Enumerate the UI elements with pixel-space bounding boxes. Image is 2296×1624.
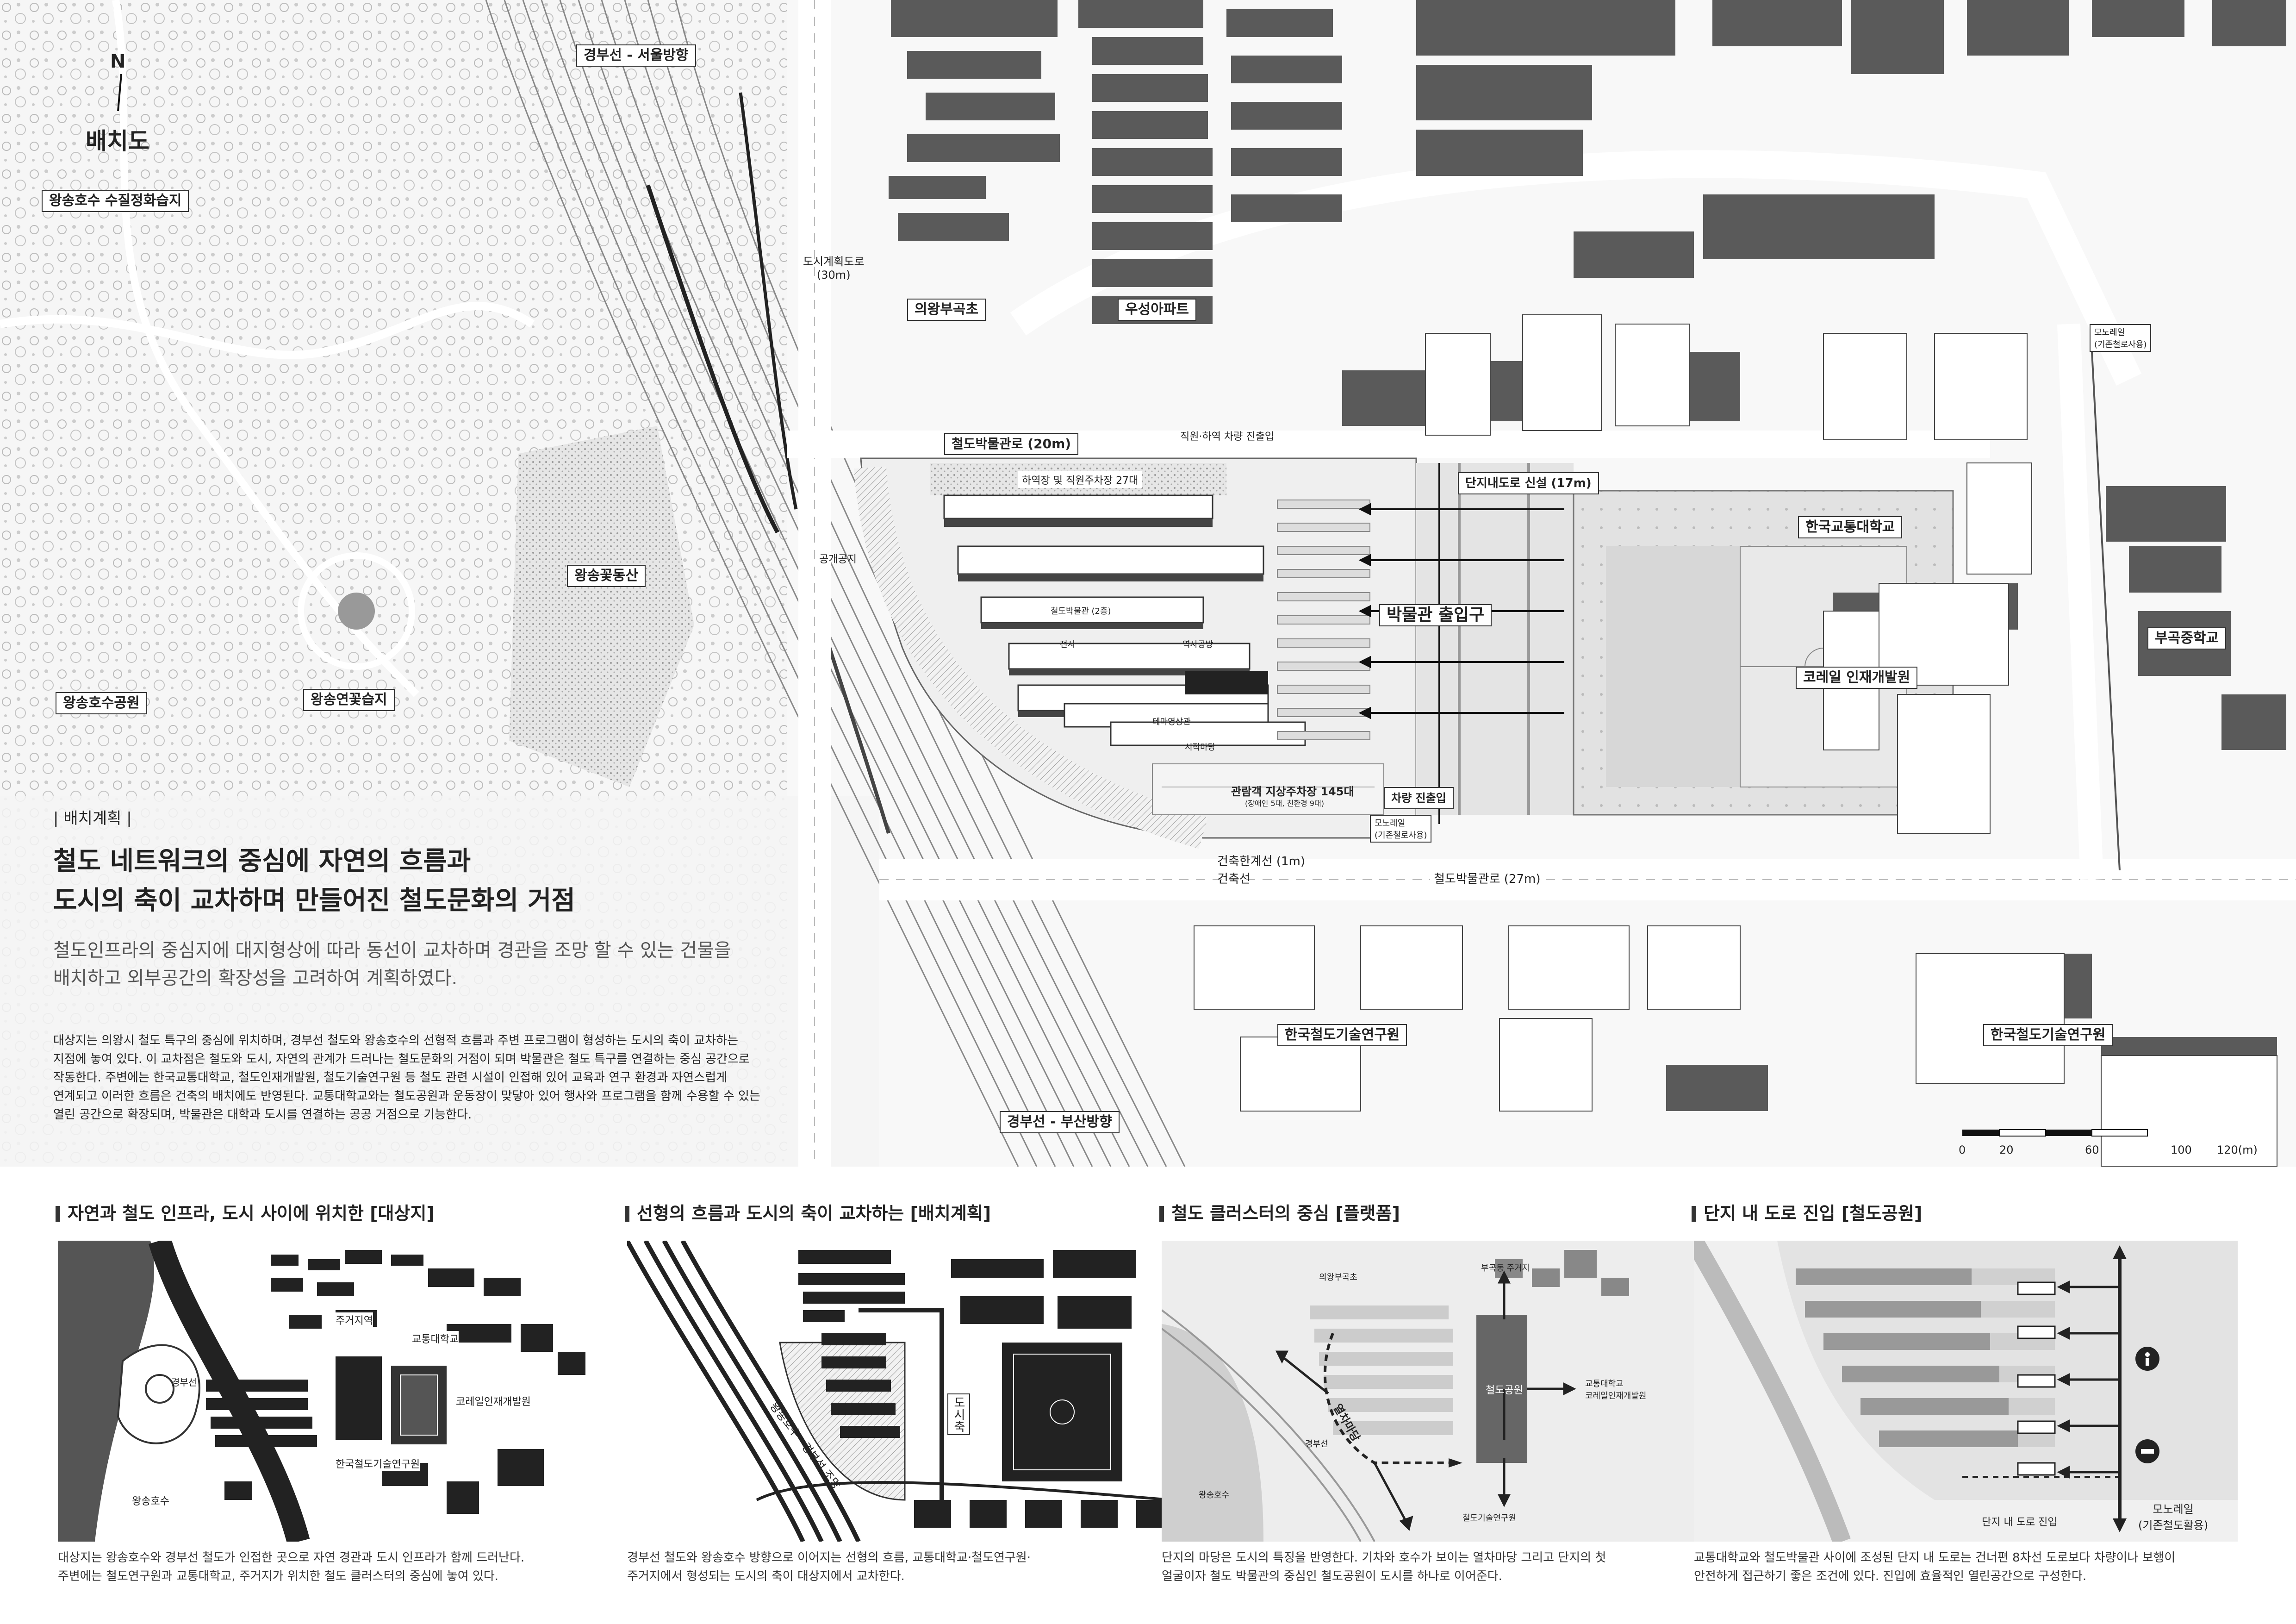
- label-railway-seoul: 경부선 - 서울방향: [576, 44, 696, 67]
- panel-3-title: 철도 클러스터의 중심 [플랫폼]: [1159, 1199, 1400, 1224]
- p3-tag-bugok: 부곡동 주거지: [1481, 1263, 1530, 1273]
- label-building-line-2: 건축선: [1217, 872, 1251, 886]
- p3-tag-lake: 왕송호수: [1199, 1490, 1230, 1500]
- panel-4-caption-2: 안전하게 접근하기 좋은 조건에 있다. 진입에 효율적인 열린공간으로 구성한…: [1694, 1569, 2087, 1583]
- p3-tag-univ: 교통대학교 코레일인재개발원: [1585, 1379, 1647, 1401]
- p1-tag-univ: 교통대학교: [412, 1331, 459, 1346]
- plan-heading-2: 도시의 축이 교차하며 만들어진 철도문화의 거점: [53, 886, 575, 916]
- north-label: N: [110, 51, 126, 72]
- panel-1-caption-2: 주변에는 철도연구원과 교통대학교, 주거지가 위치한 철도 클러스터의 중심에…: [58, 1569, 499, 1583]
- label-wangsong-park: 왕송호수공원: [56, 692, 147, 714]
- plan-body-line: 연계되고 이러한 흐름은 건축의 배치에도 반영된다. 교통대학교와는 철도공원…: [53, 1089, 760, 1103]
- scale-tick-120: 120(m): [2217, 1143, 2258, 1156]
- label-museum-road-27: 철도박물관로 (27m): [1430, 868, 1544, 887]
- p1-tag-krri: 한국철도기술연구원: [336, 1456, 420, 1471]
- panel-2-caption-1: 경부선 철도와 왕송호수 방향으로 이어지는 선형의 흐름, 교통대학교·철도연…: [627, 1551, 1031, 1565]
- p4-tag-monorail: 모노레일 (기존철도활용): [2138, 1503, 2209, 1532]
- plan-body-line: 대상지는 의왕시 철도 특구의 중심에 위치하며, 경부선 철도와 왕송호수의 …: [53, 1034, 739, 1048]
- label-museum-2f: 철도박물관 (2층): [1051, 606, 1111, 616]
- label-woosung-apt: 우성아파트: [1118, 299, 1196, 321]
- plan-lead-2: 배치하고 외부공간의 확장성을 고려하여 계획하였다.: [53, 968, 458, 989]
- label-knut: 한국교통대학교: [1798, 516, 1903, 538]
- museum-buildings: [943, 494, 1306, 746]
- label-railway-busan: 경부선 - 부산방향: [1000, 1111, 1120, 1133]
- scale-tick-100: 100: [2171, 1143, 2192, 1156]
- label-city-road: 도시계획도로 (30m): [803, 255, 865, 281]
- label-exhibition: 전시: [1060, 640, 1076, 650]
- plan-body-line: 열린 공간으로 확장되며, 박물관은 대학과 도시를 연결하는 공공 거점으로 …: [53, 1108, 472, 1122]
- scale-tick-60: 60: [2085, 1143, 2099, 1156]
- label-monorail: 모노레일 (기존철로사용): [1370, 815, 1432, 843]
- p1-tag-korail: 코레일인재개발원: [456, 1393, 531, 1408]
- label-theme-hall: 테마영상관: [1152, 717, 1191, 727]
- p3-tag-rail: 경부선: [1305, 1439, 1328, 1449]
- label-yeonkkot-wetland: 왕송연꽃습지: [303, 689, 395, 711]
- label-korail-hrd: 코레일 인재개발원: [1796, 667, 1918, 689]
- panel-4-caption-1: 교통대학교와 철도박물관 사이에 조성된 단지 내 도로는 건너편 8차선 도로…: [1694, 1551, 2176, 1565]
- label-building-line: 건축한계선 (1m): [1217, 855, 1306, 868]
- scale-tick-0: 0: [1959, 1143, 1966, 1156]
- label-bugok-middle: 부곡중학교: [2147, 627, 2226, 650]
- flower-hill-area: [509, 426, 694, 787]
- panel-3-caption-2: 얼굴이자 철도 박물관의 중심인 철도공원이 도시를 하나로 이어준다.: [1162, 1569, 1502, 1583]
- plan-heading-1: 철도 네트워크의 중심에 자연의 흐름과: [53, 846, 471, 876]
- p1-tag-rail: 경부선: [171, 1377, 197, 1388]
- label-staff-access: 직원·하역 차량 진출입: [1180, 431, 1275, 443]
- p3-tag-park: 철도공원: [1486, 1385, 1523, 1396]
- label-museum-entrance: 박물관 출입구: [1379, 604, 1492, 626]
- railway-tracks: [485, 0, 1186, 1167]
- site-plan-drawing: [0, 0, 2296, 1167]
- p3-tag-krri: 철도기술연구원: [1462, 1513, 1516, 1523]
- plan-lead-1: 철도인프라의 중심지에 대지형상에 따라 동선이 교차하며 경관을 조망 할 수…: [53, 940, 731, 961]
- label-visitor-parking-sub: (장애인 5대, 친환경 9대): [1245, 799, 1324, 808]
- scale-tick-20: 20: [1999, 1143, 2014, 1156]
- label-visitor-parking: 관람객 지상주차장 145대: [1231, 785, 1354, 798]
- label-public-space: 공개공지: [819, 554, 857, 565]
- label-vehicle-access: 차량 진출입: [1384, 787, 1454, 809]
- p1-tag-residential: 주거지역: [336, 1312, 373, 1327]
- label-krri-1: 한국철도기술연구원: [1277, 1024, 1407, 1046]
- plan-body: 대상지는 의왕시 철도 특구의 중심에 위치하며, 경부선 철도와 왕송호수의 …: [53, 1031, 760, 1124]
- label-flower-hill: 왕송꽃동산: [567, 565, 646, 587]
- label-wetland-top: 왕송호수 수질정화습지: [42, 190, 189, 212]
- plan-body-line: 지점에 놓여 있다. 이 교차점은 철도와 도시, 자연의 관계가 드러나는 철…: [53, 1052, 750, 1066]
- plan-body-line: 작동한다. 주변에는 한국교통대학교, 철도인재개발원, 철도기술연구원 등 철…: [53, 1071, 728, 1085]
- label-museum-road-20: 철도박물관로 (20m): [944, 433, 1079, 455]
- label-history-hall: 역사공방: [1182, 640, 1213, 650]
- panel-1-caption-1: 대상지는 왕송호수와 경부선 철도가 인접한 곳으로 자연 경관과 도시 인프라…: [58, 1551, 525, 1565]
- panel-2-title: 선형의 흐름과 도시의 축이 교차하는 [배치계획]: [625, 1199, 991, 1224]
- panel-1-title: 자연과 철도 인프라, 도시 사이에 위치한 [대상지]: [56, 1199, 435, 1224]
- label-monorail-top: 모노레일 (기존철로사용): [2090, 324, 2152, 352]
- p3-tag-school: 의왕부곡초: [1319, 1273, 1357, 1282]
- panel-3-diagram: 의왕부곡초 부곡동 주거지 교통대학교 코레일인재개발원 철도공원 열차마당 경…: [1162, 1241, 1705, 1542]
- scale-bar: [1962, 1129, 2148, 1137]
- public-space-strip: [854, 466, 1208, 849]
- panel-4-diagram: 단지 내 도로 진입 모노레일 (기존철도활용): [1694, 1241, 2238, 1542]
- label-platform: 시작마당: [1185, 743, 1216, 752]
- panel-2-caption-2: 주거지에서 형성되는 도시의 축이 대상지에서 교차한다.: [627, 1569, 905, 1583]
- panel-4-title: 단지 내 도로 진입 [철도공원]: [1692, 1199, 1922, 1224]
- p1-tag-lake: 왕송호수: [132, 1496, 169, 1507]
- plan-kicker: | 배치계획 |: [53, 809, 132, 828]
- label-loading-parking: 하역장 및 직원주차장 27대: [1018, 471, 1142, 488]
- panel-1-diagram: 경부선 왕송호수 주거지역 교통대학교 코레일인재개발원 한국철도기술연구원: [58, 1241, 602, 1542]
- plan-title: 배치도: [86, 128, 149, 155]
- label-krri-2: 한국철도기술연구원: [1983, 1024, 2113, 1046]
- label-uiwang-school: 의왕부곡초: [907, 299, 986, 321]
- panel-2-diagram: 왕송호수 · 경부선 조망 도시축: [627, 1241, 1171, 1542]
- panel-3-caption-1: 단지의 마당은 도시의 특징을 반영한다. 기차와 호수가 보이는 열차마당 그…: [1162, 1551, 1606, 1565]
- label-complex-road: 단지내도로 신설 (17m): [1458, 472, 1599, 494]
- p2-tag-axis: 도시축: [947, 1393, 970, 1435]
- p4-tag-road: 단지 내 도로 진입: [1982, 1517, 2057, 1528]
- north-arrow-icon: [117, 74, 122, 112]
